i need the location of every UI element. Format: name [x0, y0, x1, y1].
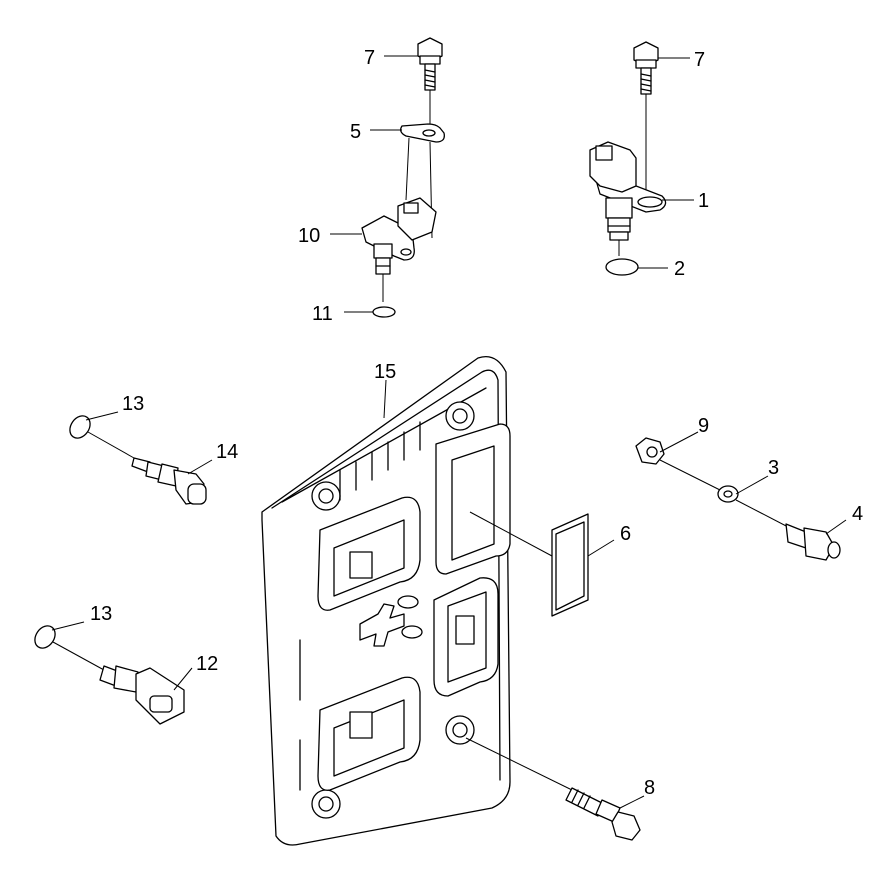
callout-7-right: 7 — [694, 49, 705, 71]
part-11-o-ring — [372, 306, 396, 318]
callout-7-left: 7 — [364, 47, 375, 69]
callout-8: 8 — [644, 777, 655, 799]
callout-4: 4 — [852, 503, 863, 525]
callout-labels: 7 5 10 11 7 1 2 15 13 14 13 12 9 3 4 6 8 — [90, 47, 863, 799]
callout-2: 2 — [674, 258, 685, 280]
part-7-bolt-left — [417, 37, 443, 128]
part-7-bolt-right — [633, 41, 659, 196]
part-6-label — [469, 511, 589, 617]
callout-11: 11 — [312, 303, 333, 325]
part-13-o-ring-upper — [69, 415, 91, 439]
part-1-sensor — [589, 141, 667, 256]
callout-12: 12 — [196, 653, 218, 675]
part-15-ecu-housing — [261, 355, 511, 846]
part-12-sensor — [99, 665, 185, 725]
callout-3: 3 — [768, 457, 779, 479]
part-13-o-ring-lower — [34, 625, 56, 649]
callout-1: 1 — [698, 190, 709, 212]
callout-10: 10 — [298, 225, 320, 247]
callout-13-upper: 13 — [122, 393, 144, 415]
callout-13-lower: 13 — [90, 603, 112, 625]
callout-14: 14 — [216, 441, 238, 463]
part-8-bolt — [465, 737, 641, 841]
callout-5: 5 — [350, 121, 361, 143]
callout-leaders — [51, 55, 847, 809]
callout-15: 15 — [374, 361, 396, 383]
part-2-o-ring — [605, 258, 639, 276]
callout-9: 9 — [698, 415, 709, 437]
part-3-washer — [717, 485, 791, 529]
part-9-nut — [635, 437, 721, 491]
callout-6: 6 — [620, 523, 631, 545]
part-4-fitting — [785, 523, 841, 561]
part-10-sensor — [361, 197, 437, 302]
part-14-sensor — [131, 457, 207, 505]
